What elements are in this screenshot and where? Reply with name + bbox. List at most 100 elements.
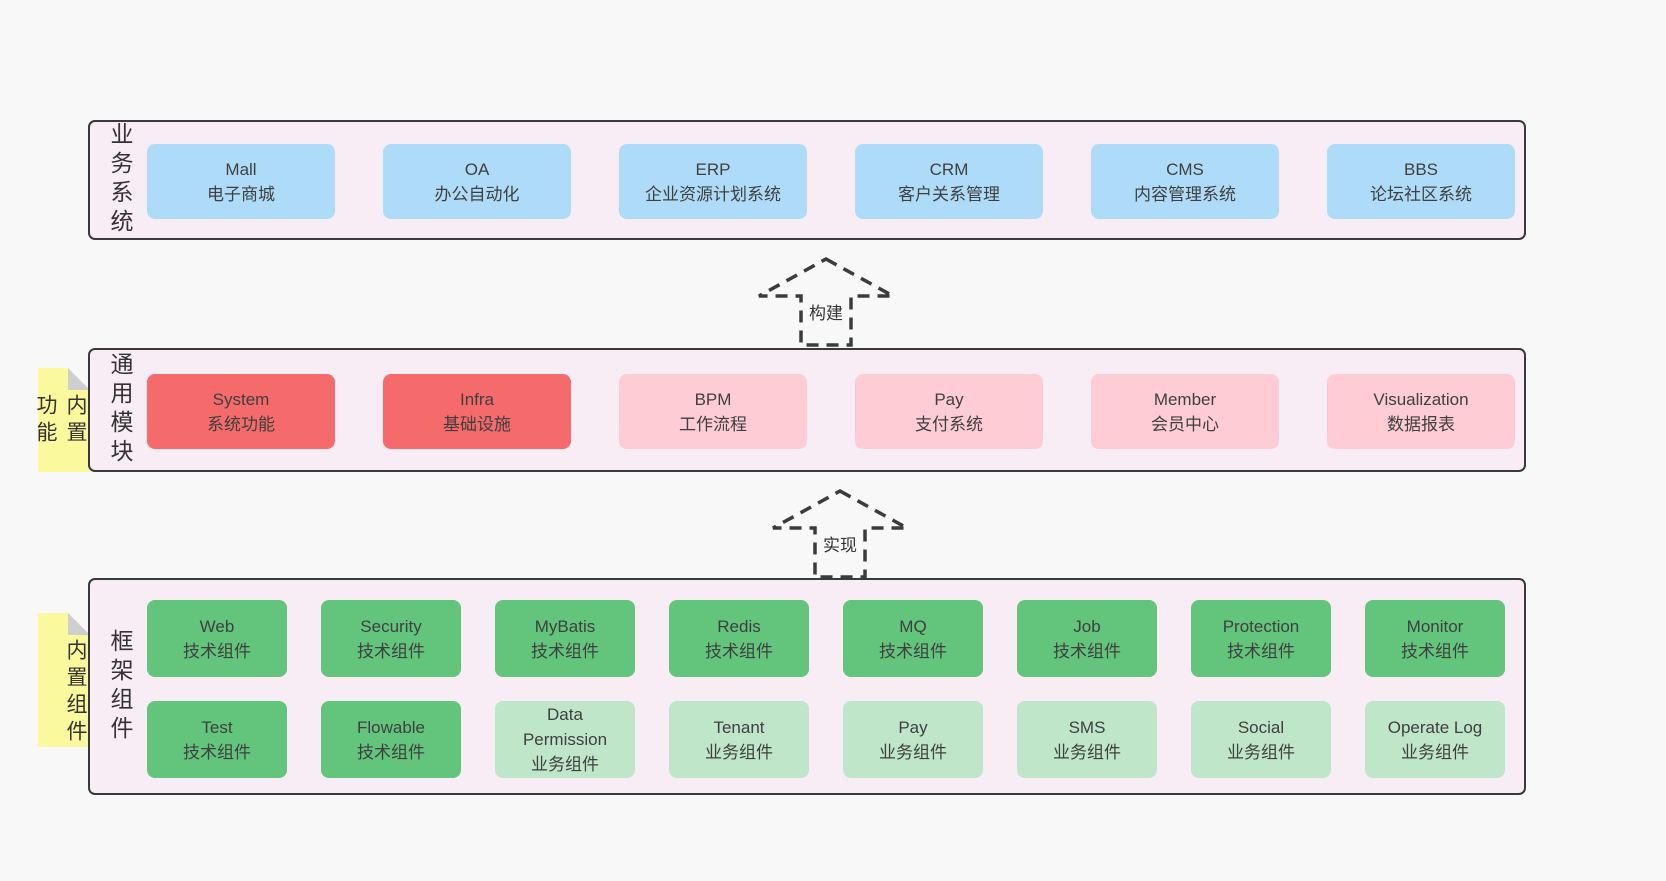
module-box-erp: ERP 企业资源计划系统 xyxy=(619,144,807,219)
component-name: MyBatis xyxy=(534,616,596,636)
component-name: Flowable xyxy=(356,717,426,737)
component-desc: 技术组件 xyxy=(1401,641,1469,661)
component-desc: 业务组件 xyxy=(705,742,773,762)
band-common-modules: 通用模块 System 系统功能 Infra 基础设施 BPM 工作流程 Pay… xyxy=(88,348,1526,472)
component-name: Tenant xyxy=(713,717,765,737)
component-name: Test xyxy=(201,717,233,737)
component-box-mybatis: MyBatis 技术组件 xyxy=(495,600,635,677)
component-box-protection: Protection 技术组件 xyxy=(1191,600,1331,677)
module-name: Visualization xyxy=(1373,389,1469,409)
component-desc: 业务组件 xyxy=(531,755,599,774)
sticky-built-in-features: 内置功能 xyxy=(34,368,90,472)
component-name: Data Permission xyxy=(522,705,608,749)
module-name: Pay xyxy=(934,389,964,409)
module-box-infra: Infra 基础设施 xyxy=(383,374,571,449)
module-box-mall: Mall 电子商城 xyxy=(147,144,335,219)
component-desc: 技术组件 xyxy=(357,742,425,762)
component-name: Social xyxy=(1237,717,1285,737)
module-box-crm: CRM 客户关系管理 xyxy=(855,144,1043,219)
module-desc: 企业资源计划系统 xyxy=(645,184,781,204)
module-desc: 工作流程 xyxy=(679,414,747,434)
component-name: SMS xyxy=(1068,717,1106,737)
component-box-test: Test 技术组件 xyxy=(147,701,287,778)
component-box-flowable: Flowable 技术组件 xyxy=(321,701,461,778)
module-box-member: Member 会员中心 xyxy=(1091,374,1279,449)
component-name: MQ xyxy=(899,616,927,636)
component-box-mq: MQ 技术组件 xyxy=(843,600,983,677)
component-box-tenant: Tenant 业务组件 xyxy=(669,701,809,778)
module-box-bbs: BBS 论坛社区系统 xyxy=(1327,144,1515,219)
module-box-system: System 系统功能 xyxy=(147,374,335,449)
component-name: Operate Log xyxy=(1387,717,1483,737)
dashed-up-arrow-icon xyxy=(758,257,894,347)
module-name: Member xyxy=(1153,389,1217,409)
component-desc: 业务组件 xyxy=(1053,742,1121,762)
module-desc: 论坛社区系统 xyxy=(1370,184,1472,204)
component-desc: 技术组件 xyxy=(357,641,425,661)
module-name: BPM xyxy=(694,389,732,409)
module-name: Mall xyxy=(225,159,257,179)
band-framework-components: 框架组件 Web 技术组件 Security 技术组件 MyBatis 技术组件… xyxy=(88,578,1526,795)
band-common-modules-label: 通用模块 xyxy=(107,352,133,468)
component-name: Monitor xyxy=(1406,616,1464,636)
module-box-visualization: Visualization 数据报表 xyxy=(1327,374,1515,449)
module-name: Infra xyxy=(459,389,495,409)
module-desc: 支付系统 xyxy=(915,414,983,434)
build-arrow-label: 构建 xyxy=(804,298,848,325)
component-name: Protection xyxy=(1222,616,1300,636)
component-box-data-permission: Data Permission 业务组件 xyxy=(495,701,635,778)
component-desc: 技术组件 xyxy=(879,641,947,661)
module-desc: 数据报表 xyxy=(1387,414,1455,434)
implement-arrow: 实现 xyxy=(770,488,910,580)
implement-arrow-label: 实现 xyxy=(818,530,862,557)
component-box-social: Social 业务组件 xyxy=(1191,701,1331,778)
component-box-sms: SMS 业务组件 xyxy=(1017,701,1157,778)
module-name: OA xyxy=(464,159,490,179)
module-desc: 内容管理系统 xyxy=(1134,184,1236,204)
component-box-security: Security 技术组件 xyxy=(321,600,461,677)
build-arrow: 构建 xyxy=(756,256,896,348)
business-systems-row: Mall 电子商城 OA 办公自动化 ERP 企业资源计划系统 CRM 客户关系… xyxy=(147,144,1515,219)
band-framework-components-label: 框架组件 xyxy=(107,628,133,745)
component-box-monitor: Monitor 技术组件 xyxy=(1365,600,1505,677)
module-desc: 电子商城 xyxy=(207,184,275,204)
component-box-redis: Redis 技术组件 xyxy=(669,600,809,677)
sticky-built-in-components: 内置组件 xyxy=(38,613,90,747)
component-name: Pay xyxy=(898,717,928,737)
component-desc: 技术组件 xyxy=(1053,641,1121,661)
common-modules-row: System 系统功能 Infra 基础设施 BPM 工作流程 Pay 支付系统… xyxy=(147,374,1515,449)
component-name: Web xyxy=(199,616,235,636)
component-desc: 业务组件 xyxy=(1227,742,1295,762)
module-desc: 会员中心 xyxy=(1151,414,1219,434)
component-box-job: Job 技术组件 xyxy=(1017,600,1157,677)
component-desc: 技术组件 xyxy=(705,641,773,661)
component-name: Redis xyxy=(717,616,761,636)
component-desc: 技术组件 xyxy=(183,641,251,661)
band-business-systems-label: 业务系统 xyxy=(107,122,133,238)
component-box-operate-log: Operate Log 业务组件 xyxy=(1365,701,1505,778)
component-box-pay: Pay 业务组件 xyxy=(843,701,983,778)
component-desc: 业务组件 xyxy=(879,742,947,762)
module-name: BBS xyxy=(1403,159,1439,179)
framework-components-row-2: Test 技术组件 Flowable 技术组件 Data Permission … xyxy=(147,701,1505,778)
module-desc: 系统功能 xyxy=(207,414,275,434)
module-box-cms: CMS 内容管理系统 xyxy=(1091,144,1279,219)
component-desc: 技术组件 xyxy=(1227,641,1295,661)
module-desc: 基础设施 xyxy=(443,414,511,434)
component-desc: 业务组件 xyxy=(1401,742,1469,762)
module-box-oa: OA 办公自动化 xyxy=(383,144,571,219)
module-box-bpm: BPM 工作流程 xyxy=(619,374,807,449)
component-name: Job xyxy=(1073,616,1101,636)
dashed-up-arrow-icon xyxy=(772,489,908,579)
component-name: Security xyxy=(360,616,422,636)
module-desc: 办公自动化 xyxy=(434,184,520,204)
module-name: ERP xyxy=(695,159,731,179)
module-name: CRM xyxy=(929,159,969,179)
component-desc: 技术组件 xyxy=(531,641,599,661)
component-desc: 技术组件 xyxy=(183,742,251,762)
module-box-pay: Pay 支付系统 xyxy=(855,374,1043,449)
band-business-systems: 业务系统 Mall 电子商城 OA 办公自动化 ERP 企业资源计划系统 CRM… xyxy=(88,120,1526,240)
component-box-web: Web 技术组件 xyxy=(147,600,287,677)
module-name: System xyxy=(212,389,270,409)
